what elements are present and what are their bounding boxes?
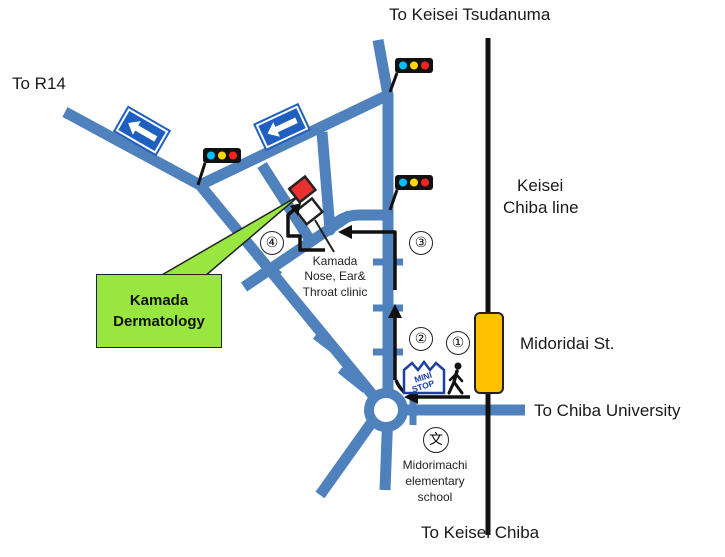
road-local-lower bbox=[240, 210, 354, 292]
roundabout bbox=[364, 388, 408, 432]
label-to-keisei-chiba: To Keisei Chiba bbox=[421, 523, 540, 542]
label-keisei-line-1: Keisei bbox=[517, 176, 564, 195]
label-school-line-2: elementary bbox=[405, 474, 465, 488]
road-to-r14 bbox=[62, 107, 390, 414]
label-keisei-line-2: Chiba line bbox=[503, 198, 579, 217]
callout-line-2: Dermatology bbox=[113, 313, 205, 330]
label-midoridai-station: Midoridai St. bbox=[520, 334, 615, 353]
label-clinic-line-1: Kamada bbox=[312, 254, 358, 268]
traffic-light-icon bbox=[388, 58, 433, 93]
step-3-marker: ③ bbox=[409, 231, 433, 255]
label-to-chiba-university: To Chiba University bbox=[534, 401, 681, 420]
dermatology-building-marker bbox=[287, 174, 318, 205]
traffic-light-icon bbox=[388, 175, 433, 211]
traffic-light-icon bbox=[196, 148, 241, 186]
road-upper-diagonal bbox=[197, 90, 391, 190]
ent-clinic-building-marker bbox=[294, 196, 325, 227]
label-clinic-line-3: Throat clinic bbox=[302, 285, 368, 299]
step-1-marker: ① bbox=[446, 331, 470, 355]
label-clinic-line-2: Nose, Ear& bbox=[304, 269, 366, 283]
dermatology-callout: Kamada Dermatology bbox=[96, 274, 222, 348]
school-symbol-icon: 文 bbox=[423, 427, 449, 453]
route-arrow-4 bbox=[286, 206, 325, 252]
step-4-marker: ④ bbox=[260, 231, 284, 255]
road-north-south bbox=[372, 39, 394, 491]
pedestrian-icon bbox=[447, 362, 464, 395]
clinic-leader-line bbox=[314, 219, 335, 253]
midoridai-station-marker bbox=[474, 312, 504, 394]
label-school-line-1: Midorimachi bbox=[402, 458, 468, 472]
route-arrow-3 bbox=[348, 230, 397, 290]
road-local-mid bbox=[316, 131, 388, 236]
one-way-arrow-sign-icon bbox=[253, 102, 311, 152]
step-2-marker: ② bbox=[409, 327, 433, 351]
label-school-line-3: school bbox=[417, 490, 453, 504]
road-ticks bbox=[252, 253, 417, 425]
label-to-keisei-tsudanuma: To Keisei Tsudanuma bbox=[389, 5, 551, 24]
road-southwest bbox=[315, 418, 377, 499]
convenience-store-logo-icon: MINI STOP bbox=[402, 359, 446, 394]
label-to-r14: To R14 bbox=[12, 74, 66, 93]
callout-line-1: Kamada bbox=[129, 292, 189, 309]
one-way-arrow-sign-icon bbox=[112, 105, 172, 157]
